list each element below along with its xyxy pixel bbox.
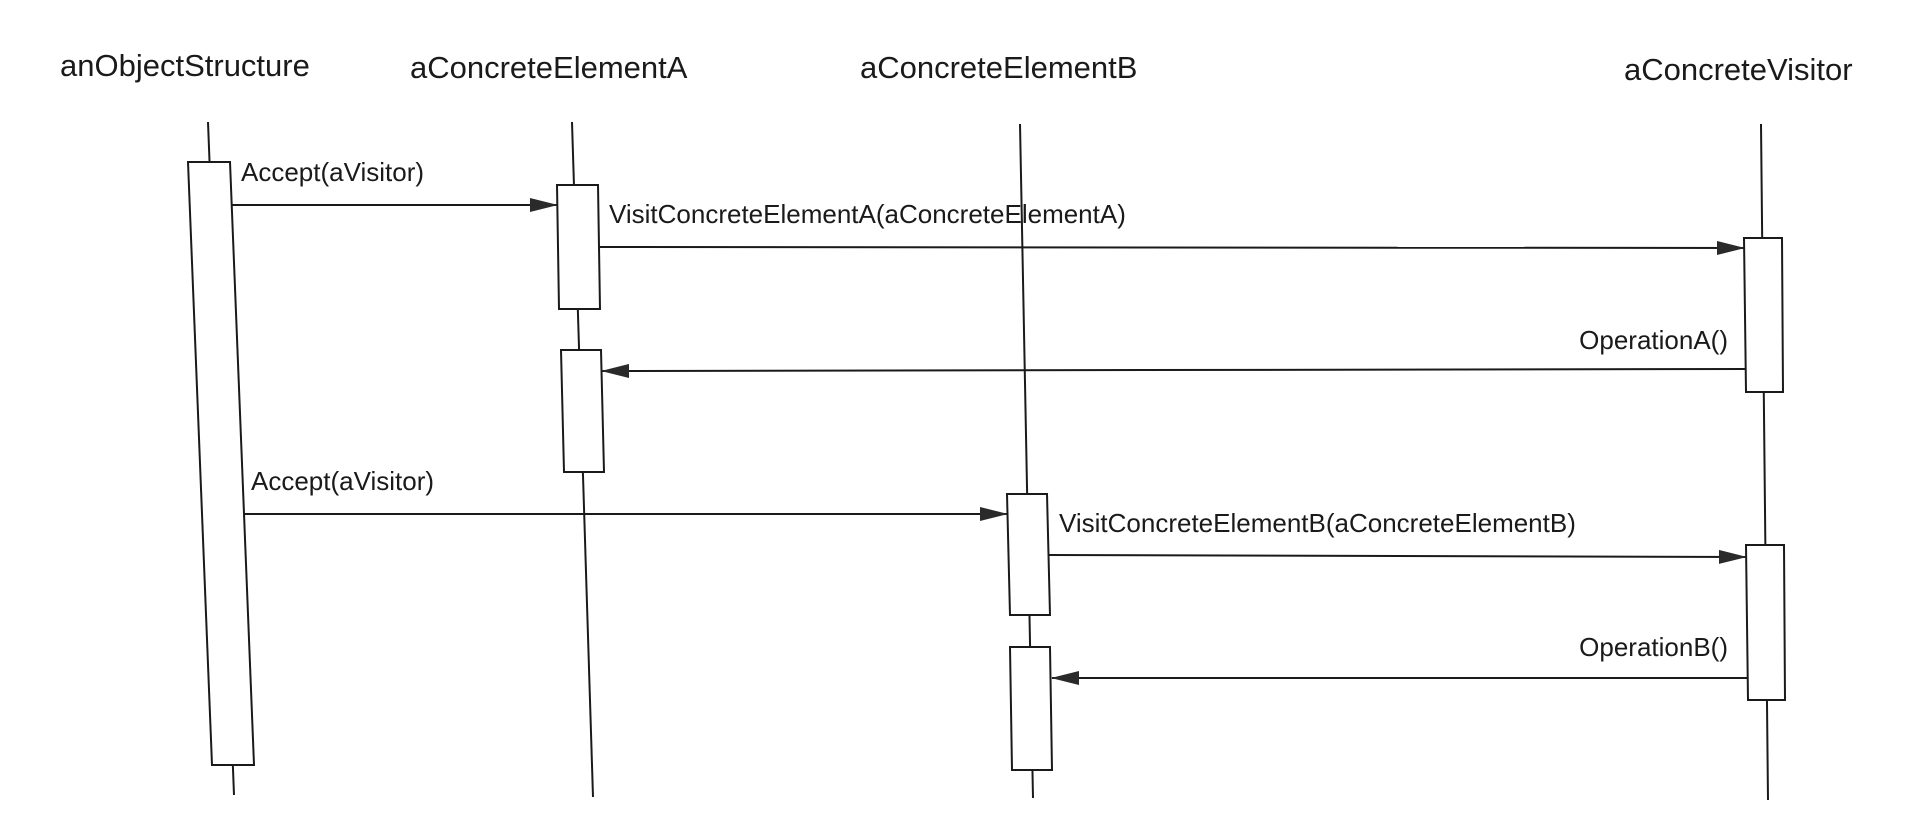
message-arrow-visit-b	[1047, 549, 1747, 564]
message-arrow-visit-a	[597, 240, 1745, 255]
message-label-operation-a: OperationA()	[1579, 325, 1728, 355]
activation-object-structure	[186, 161, 256, 766]
activation-visitor-2	[1744, 544, 1787, 701]
activation-element-b-2	[1008, 646, 1054, 771]
activation-element-a-1	[555, 184, 602, 310]
message-label-visit-b: VisitConcreteElementB(aConcreteElementB)	[1059, 508, 1576, 538]
activation-element-a-2	[559, 349, 606, 473]
participant-concrete-visitor: aConcreteVisitor	[1624, 52, 1853, 87]
message-label-visit-a: VisitConcreteElementA(aConcreteElementA)	[609, 199, 1126, 229]
message-arrow-operation-a	[601, 363, 1747, 378]
participant-concrete-element-a: aConcreteElementA	[410, 50, 688, 85]
participant-object-structure: anObjectStructure	[60, 48, 310, 83]
message-label-accept-a: Accept(aVisitor)	[241, 157, 424, 187]
activation-visitor-1	[1742, 237, 1785, 393]
message-label-accept-b: Accept(aVisitor)	[251, 466, 434, 496]
activation-element-b-1	[1005, 493, 1052, 616]
participant-concrete-element-b: aConcreteElementB	[860, 50, 1137, 85]
message-label-operation-b: OperationB()	[1579, 632, 1728, 662]
